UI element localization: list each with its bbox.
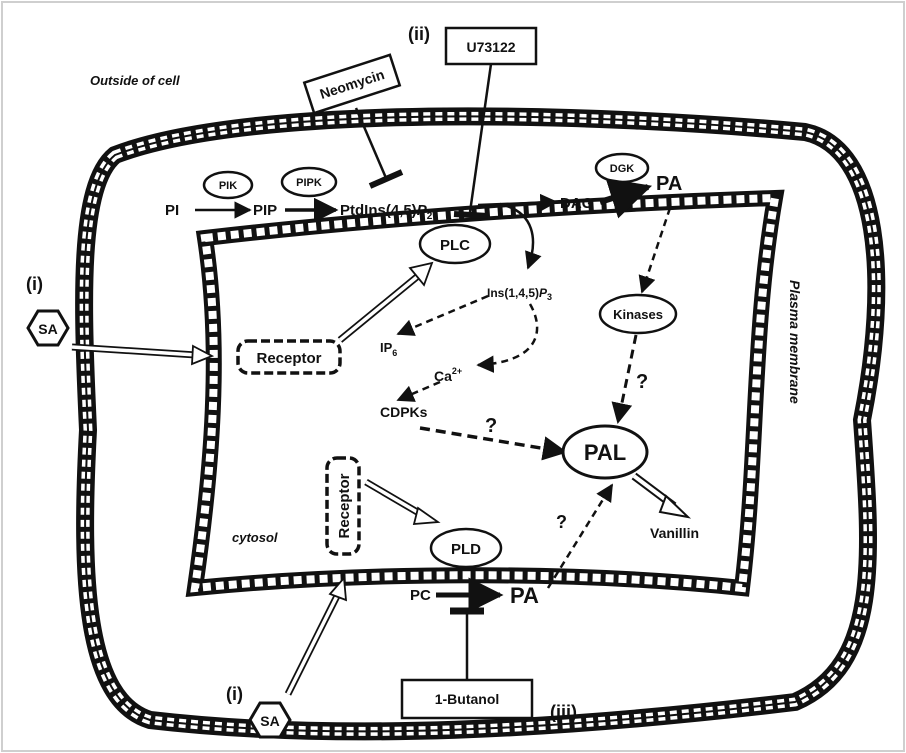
svg-text:PLC: PLC: [440, 237, 470, 254]
plasma-membrane: [185, 189, 785, 597]
inhibitor-mark-iii: (iii): [550, 702, 577, 722]
kinases-node: Kinases: [598, 293, 678, 335]
svg-text:PLD: PLD: [451, 541, 481, 558]
receptor-to-plc-arrow: [337, 261, 434, 343]
pa-top-label: PA: [656, 173, 682, 195]
svg-text:Receptor: Receptor: [256, 350, 321, 367]
neomycin-block-bar: [368, 169, 404, 189]
question-mark-cdpks: ?: [485, 415, 497, 437]
pi-label: PI: [165, 202, 179, 219]
sa-stimulus-bottom: SA: [248, 701, 292, 739]
question-mark-pa: ?: [556, 512, 567, 532]
pld-enzyme: PLD: [429, 527, 503, 569]
svg-text:PIPK: PIPK: [296, 177, 322, 189]
pipk-enzyme: PIPK: [280, 166, 338, 198]
dag-label: DAG: [560, 195, 593, 212]
sa-left-arrow: [71, 343, 215, 366]
svg-text:Kinases: Kinases: [613, 307, 663, 322]
plasma-membrane-label: Plasma membrane: [787, 280, 803, 404]
butanol-label: 1-Butanol: [435, 691, 500, 707]
receptor-bottom: Receptor: [325, 456, 361, 556]
ins145p3-label: Ins(1,4,5)P3: [487, 286, 552, 302]
dgk-enzyme: DGK: [594, 152, 650, 184]
pip-label: PIP: [253, 202, 277, 219]
pc-label: PC: [410, 587, 431, 604]
inhibitor-mark-ii: (ii): [408, 24, 430, 44]
pa-bottom-label: PA: [510, 583, 539, 608]
ptdins-label: PtdIns(4,5)P2: [340, 202, 433, 222]
ca-label: Ca2+: [434, 366, 462, 384]
vanillin-label: Vanillin: [650, 525, 699, 541]
cdpks-label: CDPKs: [380, 404, 428, 420]
pal-enzyme: PAL: [561, 424, 649, 480]
svg-text:SA: SA: [260, 713, 279, 729]
sa-stimulus-left: SA: [26, 309, 70, 347]
svg-text:Receptor: Receptor: [336, 473, 353, 538]
cell-wall: [75, 107, 886, 741]
pal-to-vanillin-arrow: [631, 472, 692, 519]
outside-of-cell-label: Outside of cell: [90, 73, 180, 88]
stimulus-mark-bottom: (i): [226, 684, 243, 704]
stimulus-mark-left: (i): [26, 274, 43, 294]
pik-enzyme: PIK: [202, 170, 254, 200]
sa-bottom-arrow: [284, 575, 348, 696]
svg-text:PAL: PAL: [584, 440, 626, 465]
svg-text:DGK: DGK: [610, 163, 635, 175]
ip6-label: IP6: [380, 340, 397, 358]
butanol-box: [400, 678, 534, 720]
butanol-inhibitor: 1-Butanol: [400, 607, 534, 720]
plc-enzyme: PLC: [418, 223, 492, 265]
neomycin-box: [302, 53, 402, 115]
receptor-top: Receptor: [236, 339, 342, 375]
cytosol-label: cytosol: [232, 530, 278, 545]
u73122-inhibitor: U73122: [444, 26, 538, 219]
question-mark-kinases: ?: [636, 371, 648, 393]
u73122-label: U73122: [466, 39, 515, 55]
receptor-to-pld-arrow: [364, 478, 441, 526]
u73122-block-bar: [453, 211, 489, 219]
svg-text:PIK: PIK: [219, 180, 237, 192]
svg-text:SA: SA: [38, 321, 57, 337]
